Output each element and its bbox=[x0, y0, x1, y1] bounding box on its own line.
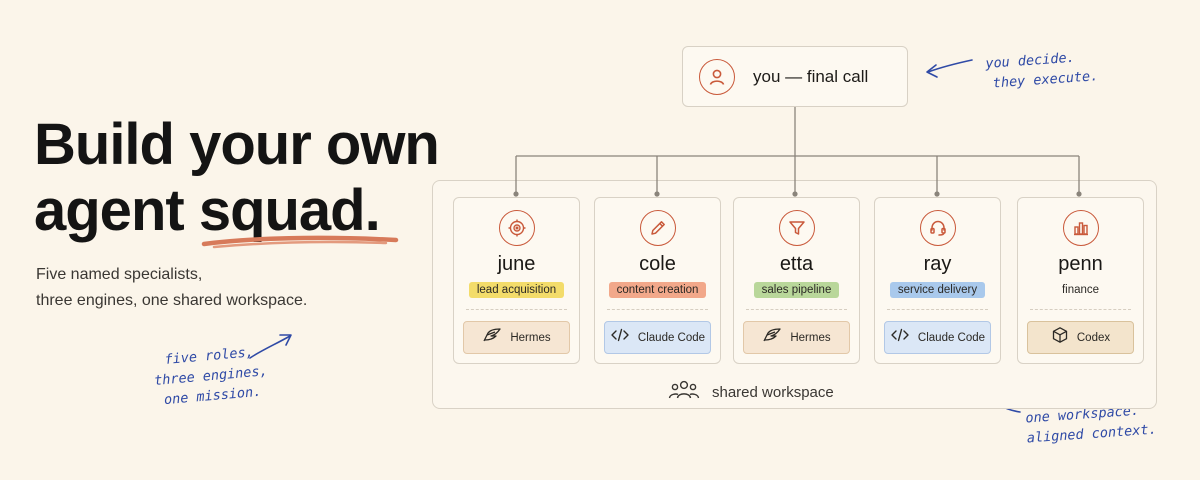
agent-role-badge: lead acquisition bbox=[468, 282, 565, 298]
card-divider bbox=[1030, 309, 1131, 310]
engine-badge: Hermes bbox=[463, 321, 570, 354]
card-divider bbox=[607, 309, 708, 310]
headset-icon bbox=[920, 210, 956, 246]
card-divider bbox=[887, 309, 988, 310]
funnel-icon bbox=[779, 210, 815, 246]
headline-emphasis: squad. bbox=[198, 178, 381, 243]
subtitle: Five named specialists, three engines, o… bbox=[36, 262, 307, 314]
agent-name: june bbox=[497, 253, 536, 275]
final-call-node: you — final call bbox=[682, 46, 908, 107]
feather-icon bbox=[762, 327, 782, 348]
agent-role-text: finance bbox=[1061, 284, 1100, 296]
shared-workspace-label: shared workspace bbox=[668, 378, 834, 406]
agent-card-june: june lead acquisition Hermes bbox=[453, 197, 580, 364]
user-icon bbox=[699, 58, 735, 95]
code-icon bbox=[610, 328, 630, 347]
brush-underline bbox=[201, 235, 399, 249]
agent-card-etta: etta sales pipeline Hermes bbox=[733, 197, 860, 364]
card-divider bbox=[466, 309, 567, 310]
agent-name: etta bbox=[779, 253, 814, 275]
engine-badge: Claude Code bbox=[884, 321, 991, 354]
feather-icon bbox=[482, 327, 502, 348]
agent-role-badge: sales pipeline bbox=[753, 282, 840, 298]
headline-line-2-prefix: agent bbox=[34, 178, 199, 243]
shared-workspace-text: shared workspace bbox=[712, 383, 834, 401]
agent-name: ray bbox=[923, 253, 952, 275]
engine-label: Hermes bbox=[790, 331, 831, 344]
engine-label: Claude Code bbox=[917, 331, 986, 344]
agent-card-ray: ray service delivery Claude Code bbox=[874, 197, 1001, 364]
headline-line-2: agent squad. bbox=[34, 178, 439, 244]
agent-card-penn: penn finance Codex bbox=[1017, 197, 1144, 364]
headline: Build your own agent squad. bbox=[34, 112, 440, 244]
agent-role-badge: service delivery bbox=[889, 282, 986, 298]
subtitle-line-1: Five named specialists, bbox=[36, 266, 203, 283]
agent-card-cole: cole content creation Claude Code bbox=[594, 197, 721, 364]
engine-label: Claude Code bbox=[637, 331, 706, 344]
target-icon bbox=[499, 210, 535, 246]
group-icon bbox=[668, 378, 700, 407]
bar-chart-icon bbox=[1063, 210, 1099, 246]
pencil-icon bbox=[640, 210, 676, 246]
subtitle-line-2: three engines, one shared workspace. bbox=[36, 292, 308, 309]
agent-name: penn bbox=[1058, 253, 1103, 275]
headline-line-1: Build your own bbox=[34, 112, 440, 177]
engine-badge: Hermes bbox=[743, 321, 850, 354]
agent-role-badge: content creation bbox=[608, 282, 707, 298]
arrow-top bbox=[927, 59, 973, 73]
engine-label: Hermes bbox=[510, 331, 551, 344]
card-divider bbox=[746, 309, 847, 310]
engine-badge: Codex bbox=[1027, 321, 1134, 354]
engine-label: Codex bbox=[1076, 331, 1111, 344]
agent-name: cole bbox=[639, 253, 676, 275]
cube-icon bbox=[1051, 326, 1069, 349]
arrow-left bbox=[249, 335, 291, 359]
final-call-label: you — final call bbox=[753, 66, 869, 86]
code-icon bbox=[890, 328, 910, 347]
engine-badge: Claude Code bbox=[604, 321, 711, 354]
